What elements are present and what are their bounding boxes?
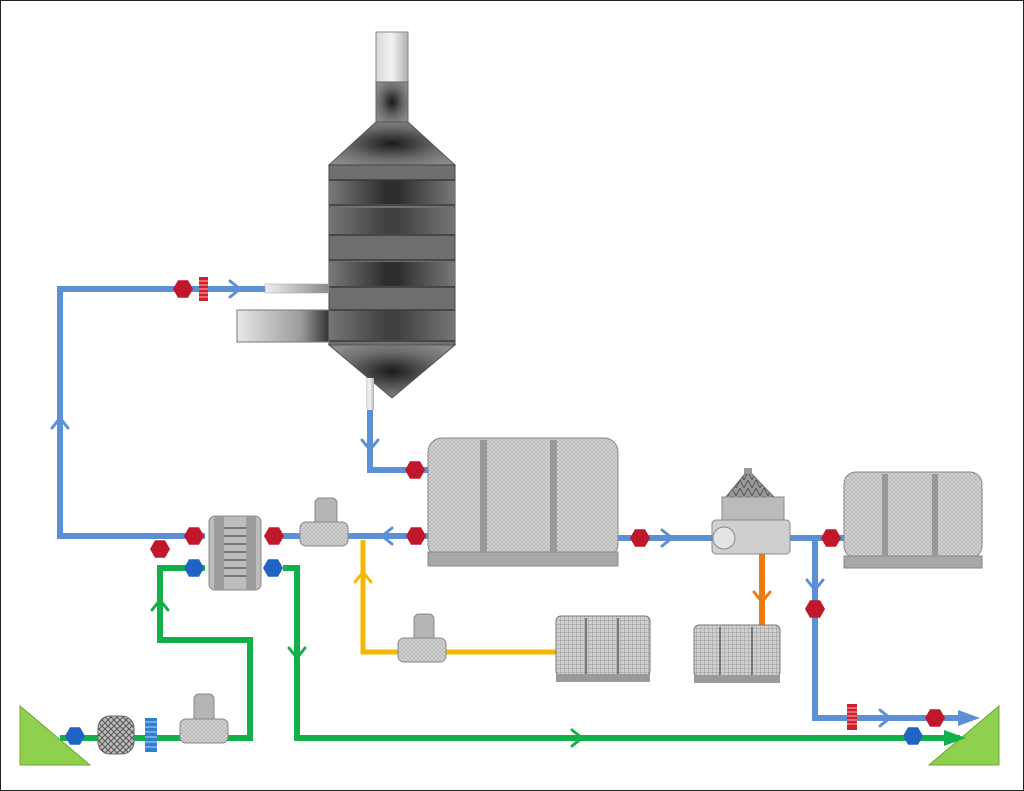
- filter-cone-top: [724, 469, 776, 498]
- hexagon-valve-icon[interactable]: [263, 559, 283, 577]
- chevron-arrow-icon: [353, 570, 373, 584]
- chevron-arrow-icon: [287, 646, 307, 660]
- chevron-arrow-icon: [570, 728, 584, 748]
- green-outlet-arrowhead-icon: [944, 730, 966, 746]
- hexagon-valve-icon[interactable]: [925, 709, 945, 727]
- chevron-arrow-icon: [150, 598, 170, 612]
- tank-divider: [480, 440, 487, 552]
- hexagon-valve-icon[interactable]: [903, 727, 923, 745]
- tank-body: [427, 437, 619, 559]
- filter-port: [712, 526, 736, 550]
- scrubber-tower[interactable]: [236, 31, 457, 410]
- tower-band-3: [329, 262, 455, 286]
- discharge-flow-meter-icon[interactable]: [847, 704, 857, 730]
- inlet-boundary-wedge: [19, 704, 92, 766]
- main-tank[interactable]: [427, 437, 619, 567]
- tower-bottom-cone: [327, 344, 457, 399]
- hexagon-valve-icon[interactable]: [184, 527, 204, 545]
- tower-gas-inlet-duct: [236, 309, 330, 343]
- chevron-arrow-icon: [660, 528, 674, 548]
- chevron-arrow-icon: [228, 279, 242, 299]
- green-inlet-pipe: [60, 565, 253, 741]
- tower-drain-stub: [366, 378, 374, 410]
- inlet-flow-meter-icon[interactable]: [145, 718, 157, 752]
- return-flow-meter-icon[interactable]: [199, 277, 208, 301]
- tower-neck: [375, 81, 409, 123]
- filter-hood: [721, 496, 785, 522]
- chevron-arrow-icon: [805, 578, 825, 592]
- tank-base: [694, 675, 780, 683]
- hexagon-valve-icon[interactable]: [173, 280, 193, 298]
- discharge-arrowhead-icon: [958, 710, 980, 726]
- tower-band-4: [329, 310, 455, 340]
- tank-base: [427, 551, 619, 567]
- pump-inlet[interactable]: [179, 693, 229, 744]
- green-outlet-pipe: [283, 565, 960, 741]
- chemical-dosing-tank[interactable]: [555, 615, 651, 682]
- hexagon-valve-icon[interactable]: [150, 540, 170, 558]
- yellow-dosing-pipe: [360, 540, 560, 655]
- outlet-boundary-wedge: [927, 704, 1000, 766]
- sludge-tank[interactable]: [693, 624, 781, 683]
- tank-base: [556, 674, 650, 682]
- inlet-strainer[interactable]: [97, 715, 135, 755]
- hexagon-valve-icon[interactable]: [184, 559, 204, 577]
- filter-separator-unit[interactable]: [711, 468, 791, 555]
- secondary-tank[interactable]: [843, 471, 983, 569]
- chevron-arrow-icon: [380, 526, 394, 546]
- pump-dosing[interactable]: [397, 613, 447, 663]
- valves: [65, 280, 945, 745]
- hexagon-valve-icon[interactable]: [405, 461, 425, 479]
- tank-divider: [932, 474, 938, 556]
- tank-body: [843, 471, 983, 559]
- tower-stack: [375, 31, 409, 83]
- tower-band-1: [329, 180, 455, 204]
- chevron-arrow-icon: [752, 590, 772, 604]
- flow-arrows: [50, 279, 892, 748]
- hexagon-valve-icon[interactable]: [630, 529, 650, 547]
- discharge-pipe: [812, 538, 960, 721]
- tower-top-cone: [327, 121, 457, 166]
- tower-inlet-pipe: [264, 283, 330, 294]
- tower-band-2: [329, 208, 455, 234]
- tank-base: [843, 555, 983, 569]
- hexagon-valve-icon[interactable]: [805, 600, 825, 618]
- blue-return-loop: [57, 286, 265, 539]
- hexagon-valve-icon[interactable]: [406, 527, 426, 545]
- tank-divider: [882, 474, 888, 556]
- tank-body: [693, 624, 781, 678]
- filter-cap: [744, 468, 752, 474]
- chevron-arrow-icon: [50, 416, 70, 430]
- chevron-arrow-icon: [360, 438, 380, 452]
- hexagon-valve-icon[interactable]: [65, 727, 85, 745]
- tank-body: [555, 615, 651, 677]
- chevron-arrow-icon: [878, 708, 892, 728]
- hexagon-valve-icon[interactable]: [264, 527, 284, 545]
- pump-circulation[interactable]: [299, 497, 349, 547]
- plate-heat-exchanger[interactable]: [208, 515, 262, 591]
- tower-band-lines: [329, 179, 455, 342]
- hexagon-valve-icon[interactable]: [821, 529, 841, 547]
- tank-divider: [550, 440, 557, 552]
